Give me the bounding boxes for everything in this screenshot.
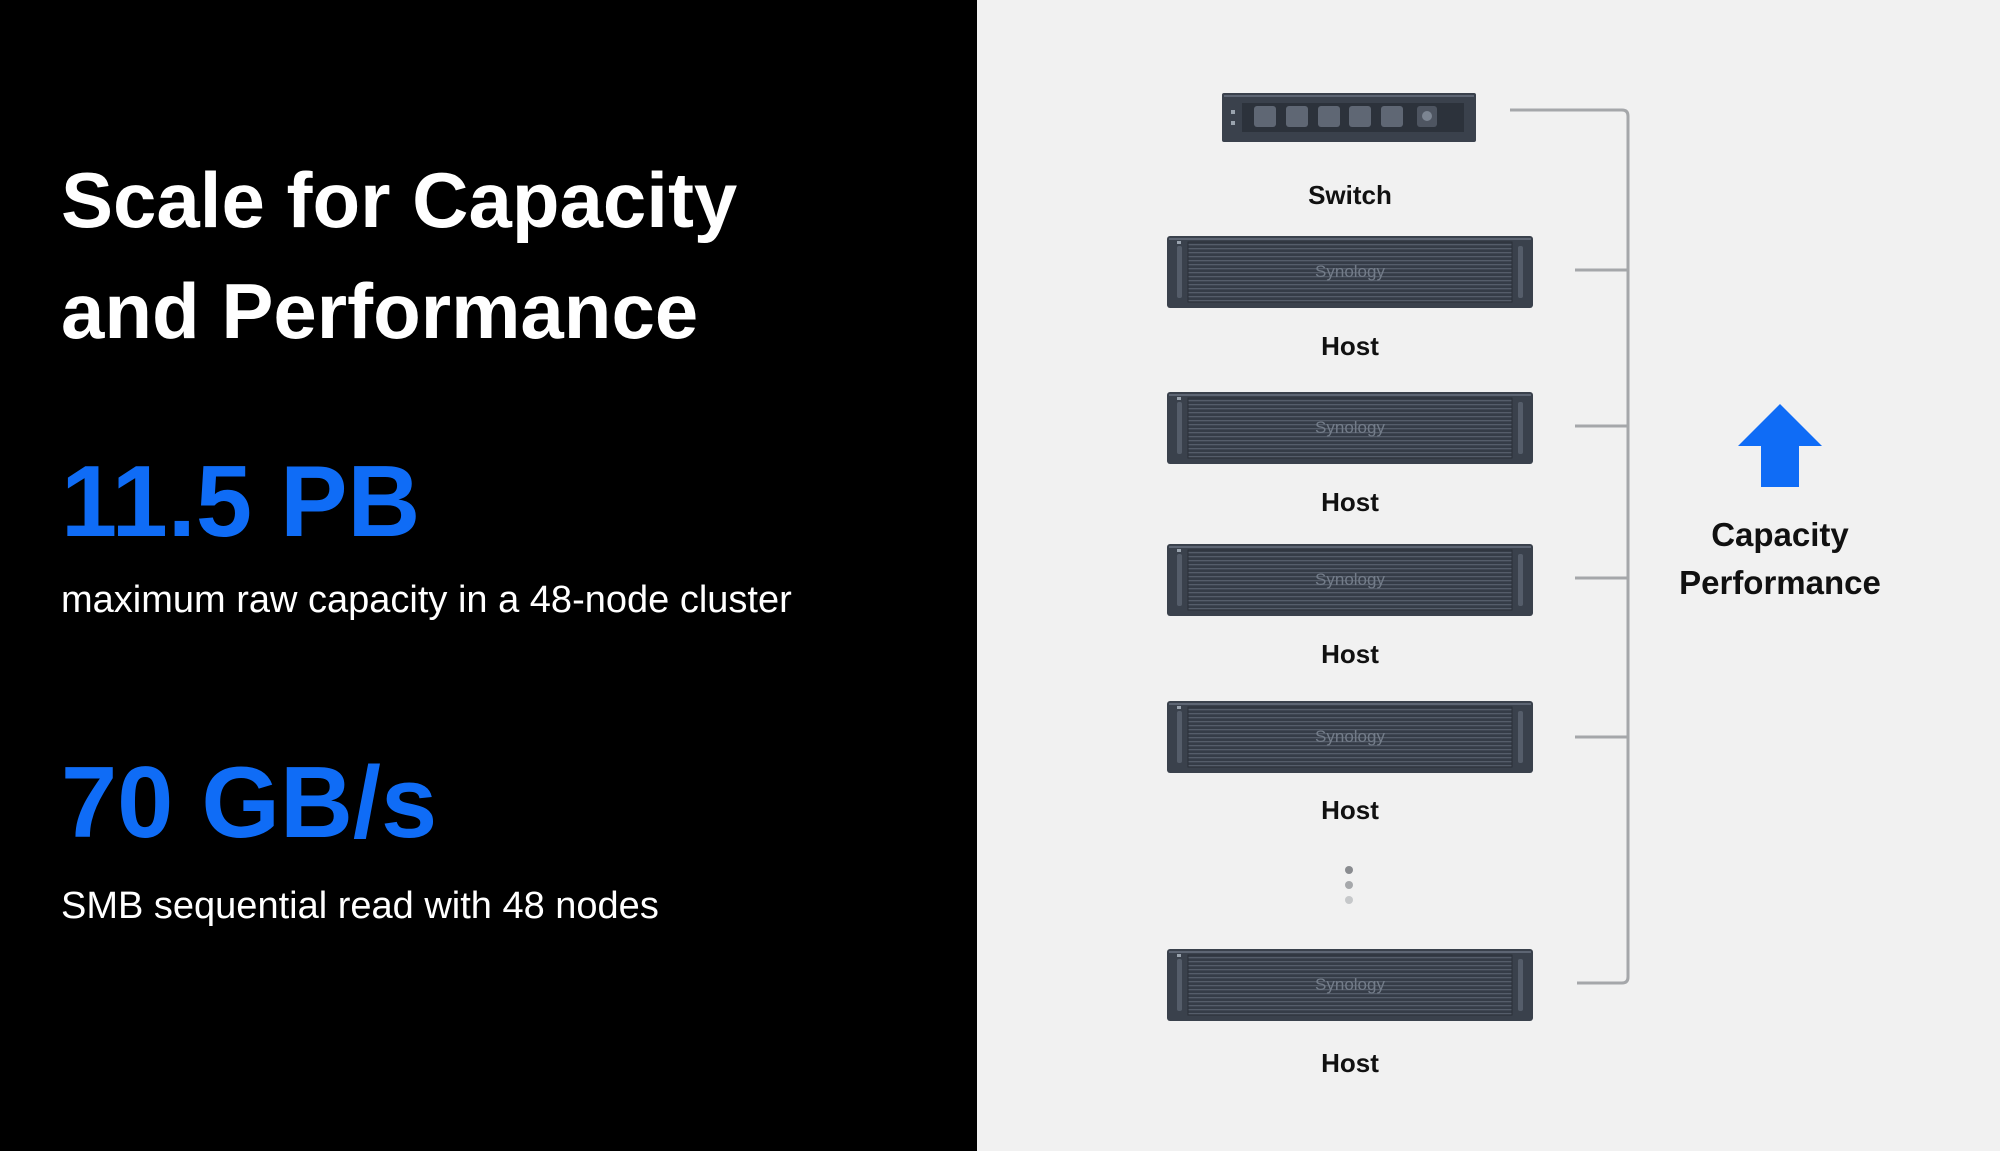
title-line-1: Scale for Capacity — [61, 156, 738, 244]
host-label-4: Host — [1321, 795, 1379, 825]
cluster-bracket — [1510, 108, 1630, 985]
up-arrow-icon — [1738, 404, 1822, 487]
capacity-stat-value: 11.5 PB — [61, 446, 421, 558]
throughput-stat-description: SMB sequential read with 48 nodes — [61, 885, 659, 927]
host-device-3 — [1167, 544, 1533, 616]
host-label-5: Host — [1321, 1048, 1379, 1078]
host-label-3: Host — [1321, 639, 1379, 669]
ellipsis-dot-3 — [1345, 896, 1353, 904]
ellipsis-dot-2 — [1345, 881, 1353, 889]
host-device-4 — [1167, 701, 1533, 773]
host-device-2 — [1167, 392, 1533, 464]
throughput-stat-value: 70 GB/s — [61, 747, 438, 859]
host-device-1 — [1167, 236, 1533, 308]
performance-label: Performance — [1679, 564, 1881, 601]
host-label-2: Host — [1321, 487, 1379, 517]
capacity-label: Capacity — [1711, 516, 1849, 553]
left-panel: Scale for Capacity and Performance 11.5 … — [0, 0, 977, 1151]
switch-device — [1222, 93, 1476, 142]
slide-title: Scale for Capacity and Performance — [61, 145, 941, 367]
host-label-1: Host — [1321, 331, 1379, 361]
title-line-2: and Performance — [61, 267, 699, 355]
capacity-stat-description: maximum raw capacity in a 48-node cluste… — [61, 579, 792, 621]
host-device-5 — [1167, 949, 1533, 1021]
switch-label: Switch — [1308, 180, 1392, 210]
ellipsis-dot-1 — [1345, 866, 1353, 874]
